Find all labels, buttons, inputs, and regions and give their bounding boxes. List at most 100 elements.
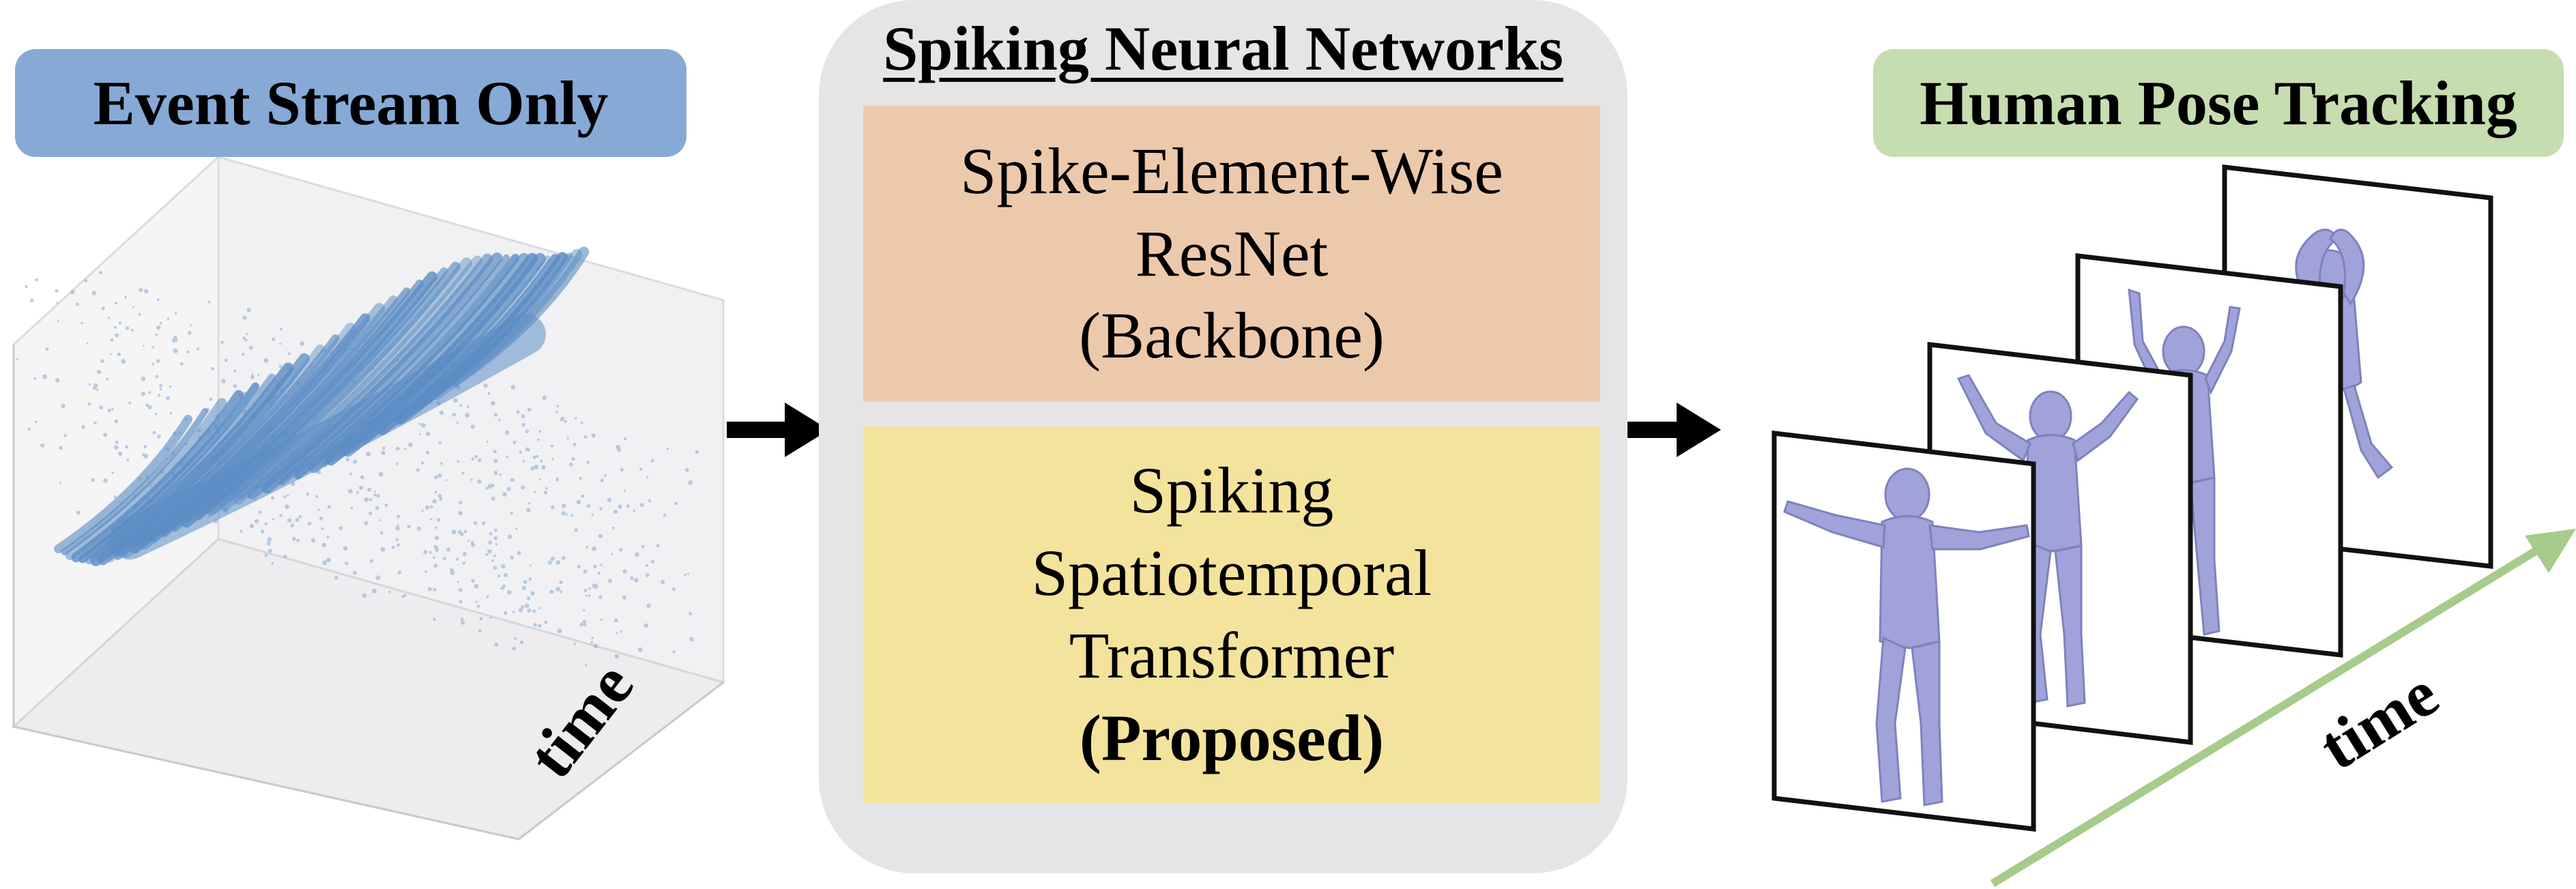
event-stream-cube <box>11 157 726 841</box>
event-noise-point <box>257 373 260 376</box>
event-noise-point <box>476 604 480 608</box>
event-noise-point <box>599 507 603 510</box>
event-noise-point <box>459 589 461 592</box>
event-noise-point <box>426 450 430 454</box>
event-noise-point <box>527 608 532 613</box>
event-noise-point <box>650 559 655 564</box>
event-noise-point <box>435 526 437 529</box>
event-noise-point <box>639 503 644 508</box>
event-noise-point <box>264 522 267 525</box>
event-noise-point <box>576 499 581 505</box>
event-noise-point <box>547 560 553 565</box>
event-noise-point <box>504 611 508 615</box>
event-noise-point <box>306 493 310 496</box>
event-noise-point <box>591 513 594 516</box>
event-noise-point <box>591 637 594 639</box>
event-noise-point <box>541 465 546 470</box>
event-noise-point <box>618 504 622 509</box>
event-noise-point <box>579 622 584 627</box>
event-noise-point <box>246 308 251 312</box>
event-noise-point <box>471 457 475 461</box>
event-noise-point <box>536 454 539 458</box>
event-noise-point <box>375 575 381 581</box>
event-noise-point <box>555 560 561 565</box>
event-noise-point <box>233 369 237 373</box>
event-noise-point <box>315 495 319 498</box>
event-noise-point <box>689 611 693 615</box>
event-noise-point <box>646 564 648 567</box>
event-noise-point <box>577 564 581 569</box>
event-noise-point <box>538 430 542 433</box>
event-noise-point <box>487 392 491 395</box>
event-noise-point <box>348 489 353 494</box>
event-noise-point <box>188 331 192 335</box>
event-noise-point <box>55 289 59 293</box>
event-noise-point <box>264 553 268 557</box>
event-noise-point <box>544 620 548 624</box>
event-noise-point <box>569 462 573 467</box>
event-noise-point <box>367 487 372 492</box>
event-noise-point <box>583 435 588 439</box>
event-noise-point <box>537 438 540 441</box>
event-noise-point <box>451 529 457 534</box>
event-noise-point <box>489 616 492 619</box>
event-noise-point <box>507 590 512 595</box>
event-noise-point <box>437 518 441 522</box>
event-noise-point <box>107 317 111 319</box>
event-noise-point <box>220 340 224 344</box>
event-noise-point <box>209 397 213 401</box>
event-noise-point <box>250 375 255 379</box>
event-noise-point <box>418 433 422 436</box>
event-noise-point <box>374 491 377 493</box>
event-noise-point <box>106 377 109 381</box>
event-noise-point <box>506 455 509 458</box>
event-noise-point <box>538 607 541 610</box>
event-noise-point <box>59 446 63 450</box>
event-noise-point <box>528 577 532 581</box>
event-noise-point <box>551 505 555 510</box>
event-stream-label-text: Event Stream Only <box>93 68 609 138</box>
event-noise-point <box>684 573 686 577</box>
event-noise-point <box>242 353 245 356</box>
event-noise-point <box>285 504 289 510</box>
event-noise-point <box>478 629 482 632</box>
event-noise-point <box>279 327 283 331</box>
event-noise-point <box>430 505 433 509</box>
event-noise-point <box>566 437 570 440</box>
event-noise-point <box>156 298 160 302</box>
event-noise-point <box>460 532 464 536</box>
backbone-line-1: Spike-Element-Wise <box>960 134 1503 207</box>
event-noise-point <box>107 409 111 413</box>
event-noise-point <box>155 375 159 379</box>
event-noise-point <box>583 609 585 612</box>
event-noise-point <box>459 404 463 407</box>
event-noise-point <box>298 514 302 519</box>
event-noise-point <box>613 618 618 623</box>
event-noise-point <box>271 496 274 500</box>
event-noise-point <box>521 585 526 590</box>
event-noise-point <box>169 385 172 388</box>
event-noise-point <box>574 643 577 645</box>
event-noise-point <box>502 492 507 497</box>
event-streak <box>61 408 208 555</box>
event-noise-point <box>359 485 364 490</box>
event-noise-point <box>521 414 525 419</box>
event-noise-point <box>458 510 463 516</box>
event-noise-point <box>637 647 643 652</box>
event-noise-point <box>429 551 433 554</box>
event-noise-point <box>396 514 401 519</box>
event-noise-point <box>487 549 492 554</box>
event-noise-point <box>562 555 566 560</box>
event-noise-point <box>221 379 226 383</box>
event-noise-point <box>450 570 455 575</box>
event-noise-point <box>118 451 123 456</box>
event-noise-point <box>522 460 525 463</box>
backbone-block: Spike-Element-Wise ResNet (Backbone) <box>863 106 1600 402</box>
event-noise-point <box>493 458 498 463</box>
event-noise-point <box>585 546 589 549</box>
event-noise-point <box>456 557 459 561</box>
event-noise-point <box>307 521 312 526</box>
event-noise-point <box>114 302 118 305</box>
event-noise-point <box>76 510 81 515</box>
event-noise-point <box>462 552 467 557</box>
